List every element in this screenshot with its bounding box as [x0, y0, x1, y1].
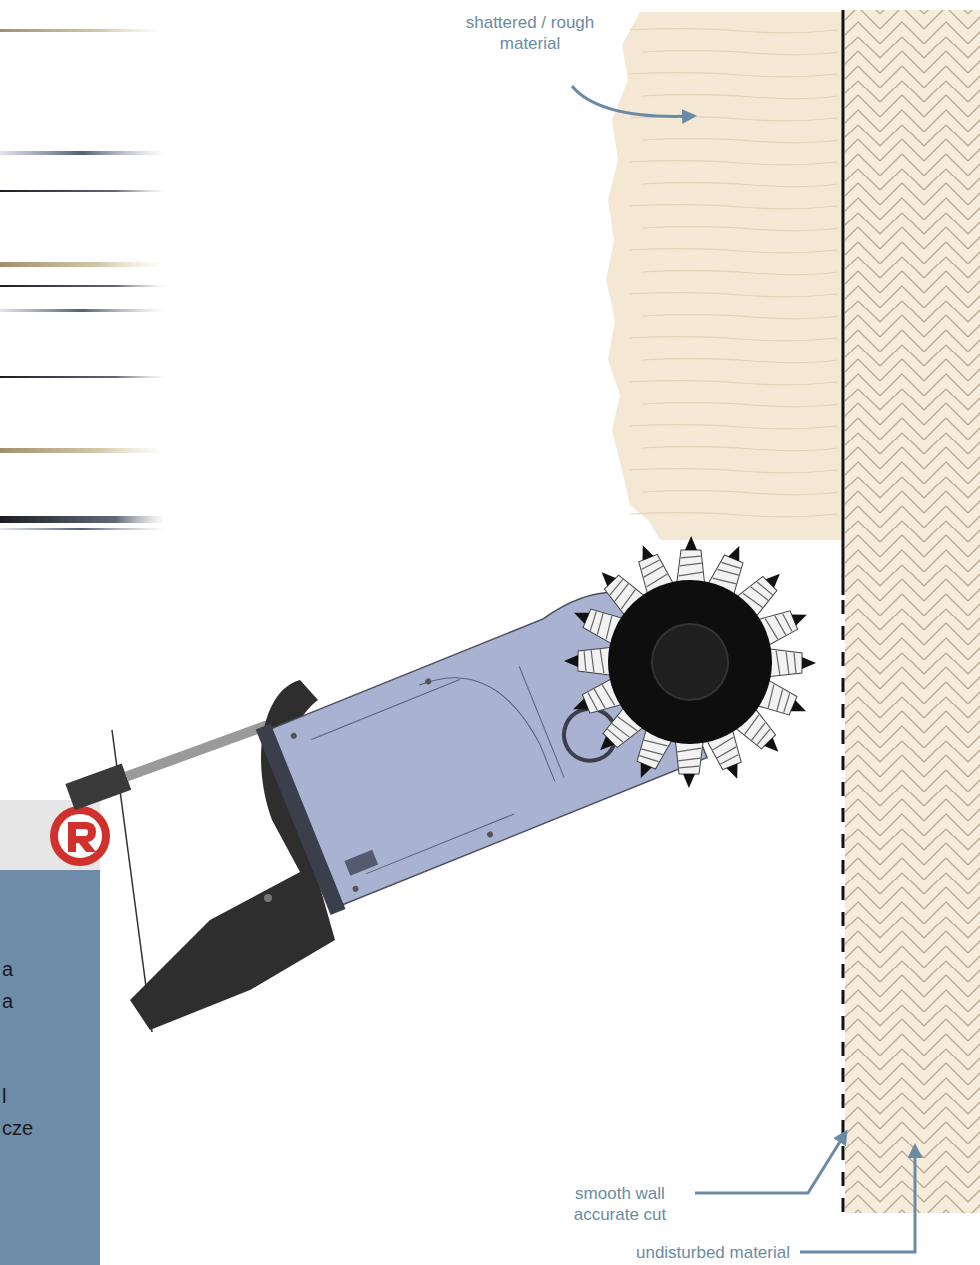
side-panel	[0, 800, 106, 1265]
panel-text: a	[2, 958, 13, 980]
side-panel-box: aa l cze	[0, 800, 100, 1265]
callout-label: undisturbed material	[530, 1242, 790, 1263]
drum-cutter	[246, 498, 854, 939]
hydraulic-cylinder	[65, 712, 272, 810]
callout-label: shattered / rough material	[440, 12, 620, 54]
undisturbed-material	[845, 10, 980, 1213]
panel-text: a	[2, 990, 13, 1012]
panel-text: l	[2, 1085, 6, 1107]
cut-wall-line	[842, 10, 845, 595]
motion-streaks	[0, 29, 165, 530]
panel-text: cze	[2, 1117, 33, 1139]
leader-lines	[572, 86, 915, 1252]
callout-label: smooth wall accurate cut	[560, 1183, 680, 1225]
smooth-wall-line	[842, 600, 845, 1212]
shattered-material	[606, 12, 843, 540]
